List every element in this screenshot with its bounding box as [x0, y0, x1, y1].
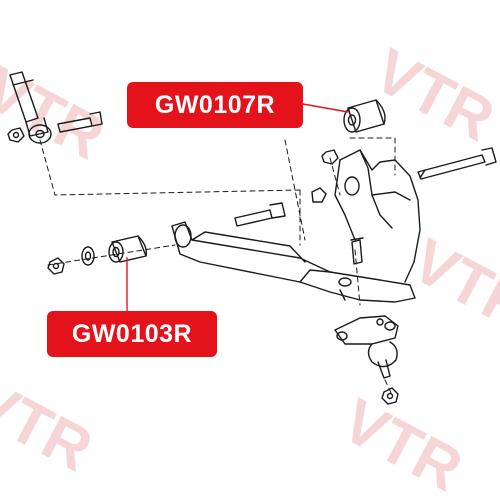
leader-line	[302, 103, 349, 113]
lower-arm-bushing	[108, 235, 148, 263]
upper-control-arm	[334, 149, 421, 283]
shock-bolt	[57, 111, 103, 133]
upper-arm-bushing	[343, 99, 386, 133]
part-number-callout: GW0107R	[127, 82, 303, 128]
lower-arm-bolt	[234, 202, 286, 227]
lower-control-arm	[171, 221, 416, 303]
lower-ball-joint	[334, 315, 399, 379]
shock-absorber	[9, 71, 52, 144]
upper-nut	[321, 149, 339, 165]
washer	[81, 246, 95, 266]
shock-nut	[7, 127, 25, 143]
knuckle-nut	[311, 187, 327, 203]
part-number-callout: GW0103R	[47, 311, 217, 357]
ball-joint-stud	[350, 237, 364, 265]
upper-arm-bolt	[417, 147, 497, 180]
ball-joint-nut	[381, 387, 399, 405]
lower-nut	[47, 257, 65, 275]
assembly-guide-lines	[39, 137, 396, 396]
